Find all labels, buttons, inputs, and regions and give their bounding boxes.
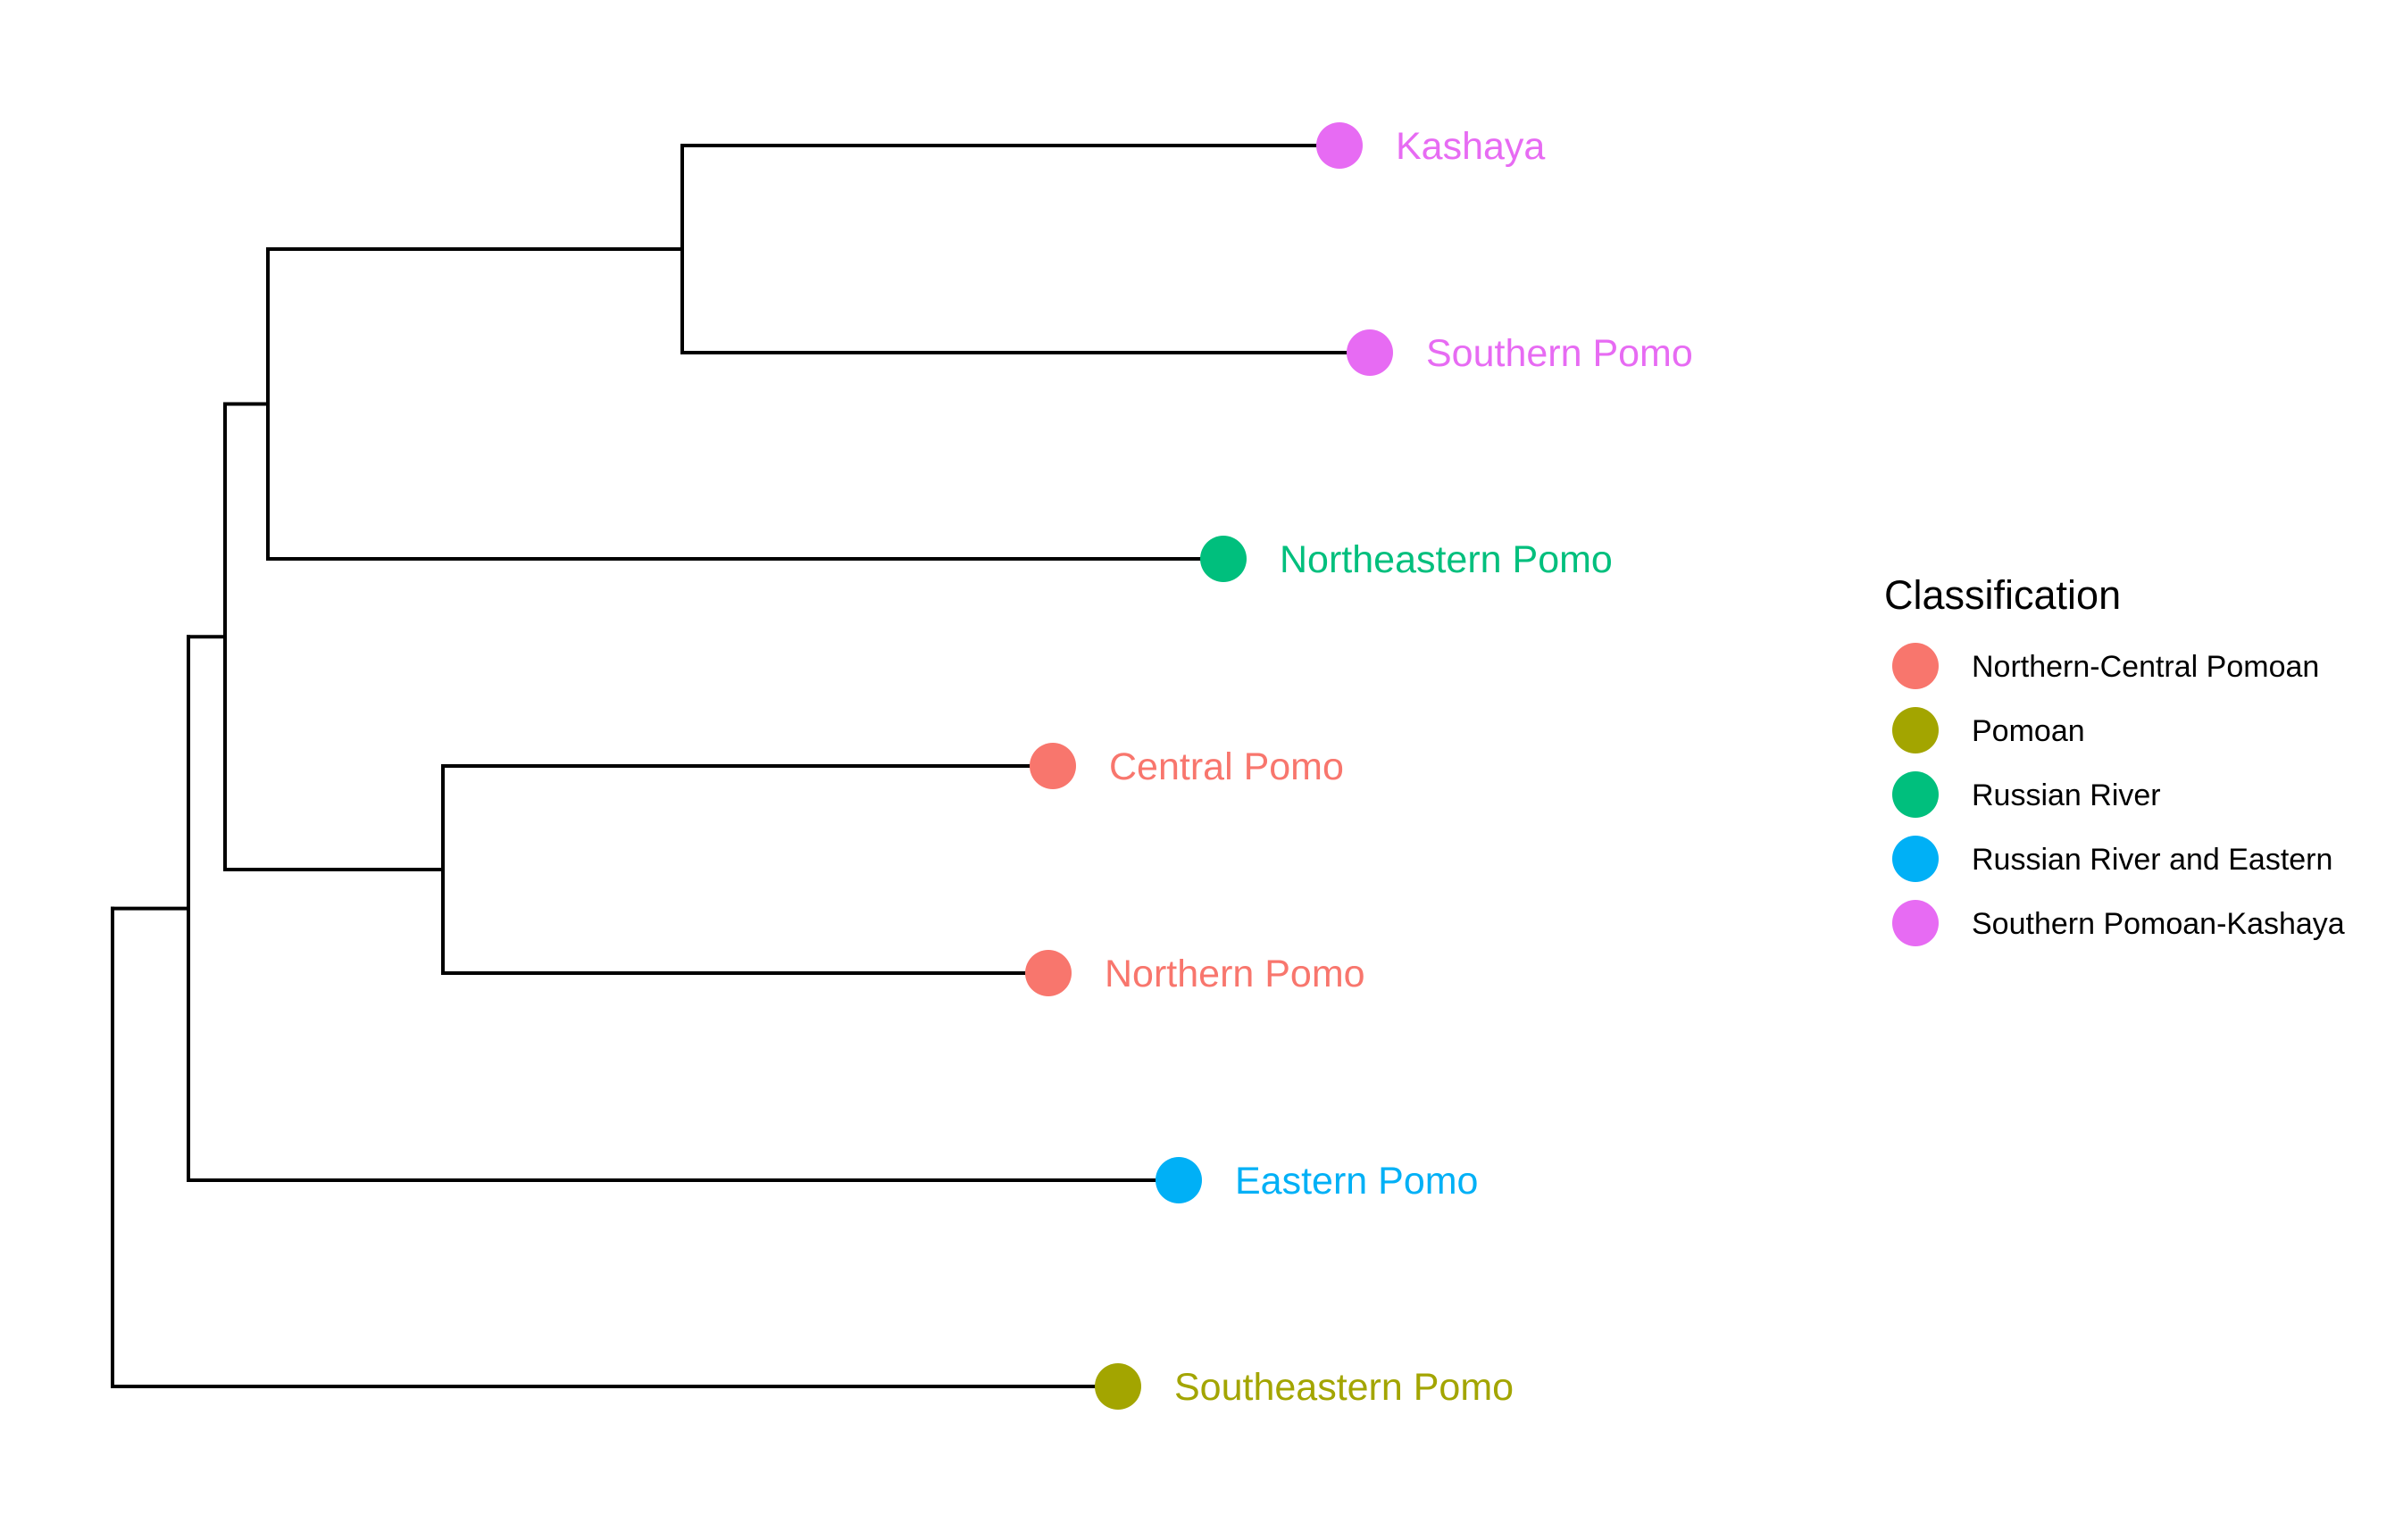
legend-key-pomoan (1892, 707, 1939, 753)
legend-key-southern-pomoan-kashaya (1892, 900, 1939, 946)
legend-title: Classification (1884, 572, 2121, 618)
tip-label-northeastern-pomo: Northeastern Pomo (1280, 538, 1613, 581)
legend-label-northern-central-pomoan: Northern-Central Pomoan (1972, 650, 2319, 684)
tip-label-southern-pomo: Southern Pomo (1426, 332, 1693, 375)
tip-point-kashaya (1316, 122, 1363, 169)
legend-label-pomoan: Pomoan (1972, 714, 2085, 748)
legend-key-russian-river (1892, 771, 1939, 818)
legend-label-southern-pomoan-kashaya: Southern Pomoan-Kashaya (1972, 907, 2345, 941)
tree-branches (111, 144, 1372, 1388)
legend-item-northern-central-pomoan: Northern-Central Pomoan (1892, 643, 2319, 689)
tip-point-southeastern-pomo (1095, 1363, 1141, 1410)
tip-label-southeastern-pomo: Southeastern Pomo (1174, 1366, 1514, 1409)
legend-key-northern-central-pomoan (1892, 643, 1939, 689)
tip-point-eastern-pomo (1156, 1157, 1202, 1203)
tip-label-northern-pomo: Northern Pomo (1105, 953, 1365, 995)
tip-point-northern-pomo (1025, 950, 1072, 996)
legend-label-russian-river-and-eastern: Russian River and Eastern (1972, 843, 2332, 877)
legend-item-pomoan: Pomoan (1892, 707, 2085, 753)
legend-key-russian-river-and-eastern (1892, 836, 1939, 882)
tip-point-northeastern-pomo (1200, 536, 1247, 582)
tip-point-central-pomo (1030, 743, 1076, 789)
tip-label-kashaya: Kashaya (1396, 125, 1545, 168)
legend-item-russian-river-and-eastern: Russian River and Eastern (1892, 836, 2332, 882)
tip-label-eastern-pomo: Eastern Pomo (1235, 1160, 1478, 1203)
legend-label-russian-river: Russian River (1972, 778, 2161, 812)
tip-label-central-pomo: Central Pomo (1109, 745, 1344, 788)
legend-item-russian-river: Russian River (1892, 771, 2161, 818)
tip-point-southern-pomo (1347, 329, 1393, 376)
legend: Classification Northern-Central PomoanPo… (1884, 572, 2345, 946)
legend-item-southern-pomoan-kashaya: Southern Pomoan-Kashaya (1892, 900, 2345, 946)
